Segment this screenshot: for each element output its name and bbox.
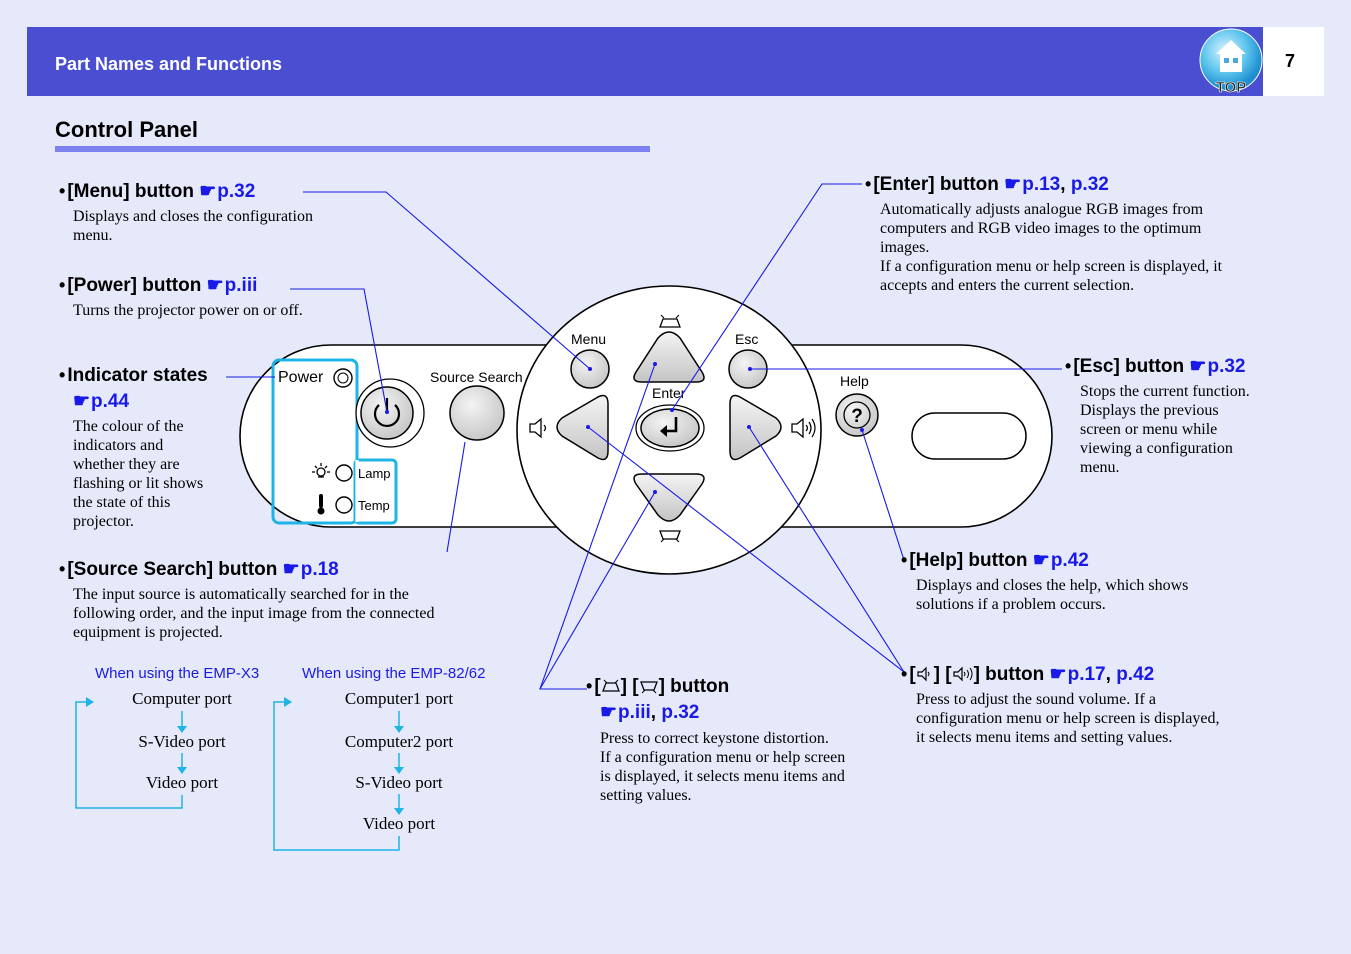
- help-button[interactable]: ?: [835, 393, 879, 437]
- volume-ref-link[interactable]: ☛p.17: [1049, 664, 1106, 685]
- power-ref-link[interactable]: ☛p.iii: [206, 275, 258, 296]
- speaker-high-icon: [952, 666, 973, 682]
- enter-item-title: •[Enter] button ☛p.13, p.32: [865, 174, 1109, 195]
- lamp-icon: [312, 463, 330, 478]
- flow-x3-step: S-Video port: [138, 732, 226, 751]
- volume-down-button[interactable]: [556, 394, 609, 461]
- keystone-ref-row: ☛p.iii, p.32: [600, 702, 700, 723]
- indicator-frame: [271, 358, 359, 525]
- question-icon: ?: [851, 406, 863, 427]
- pointing-hand-icon: ☛: [199, 181, 217, 202]
- flow-arrows-82: [273, 697, 404, 851]
- speaker-high-icon: [791, 417, 816, 439]
- menu-label: Menu: [571, 331, 606, 347]
- top-button[interactable]: TOP: [1198, 28, 1264, 94]
- enter-ref-link-2[interactable]: p.32: [1070, 174, 1109, 195]
- title-underline: [55, 146, 650, 152]
- pointing-hand-icon: ☛: [73, 391, 91, 412]
- esc-ref-link[interactable]: ☛p.32: [1189, 356, 1246, 377]
- keystone-up-icon: [601, 679, 620, 692]
- keystone-up-icon: [659, 314, 681, 328]
- pointing-hand-icon: ☛: [600, 702, 618, 723]
- keystone-up-button[interactable]: [633, 331, 705, 383]
- volume-ref-link-2[interactable]: p.42: [1116, 664, 1155, 685]
- enter-ref-link[interactable]: ☛p.13: [1004, 174, 1061, 195]
- keystone-item-desc: Press to correct keystone distortion.If …: [600, 730, 846, 804]
- speaker-low-icon: [917, 666, 930, 682]
- source-item-title: •[Source Search] button ☛p.18: [59, 559, 339, 580]
- flow-x3-step: Video port: [145, 773, 219, 792]
- keystone-item-title: •[] [] button: [586, 676, 730, 697]
- keystone-down-icon: [639, 681, 658, 694]
- help-item-title: •[Help] button ☛p.42: [901, 550, 1089, 571]
- flow-82-step: S-Video port: [355, 773, 443, 792]
- power-item-desc: Turns the projector power on or off.: [73, 302, 303, 319]
- pointing-hand-icon: ☛: [282, 559, 300, 580]
- indicator-ref-row: ☛p.44: [73, 390, 129, 413]
- temp-label: Temp: [358, 498, 390, 513]
- source-search-button[interactable]: [449, 385, 505, 441]
- source-search-label: Source Search: [430, 369, 523, 385]
- flow-82-step: Video port: [362, 814, 436, 833]
- esc-item-title: •[Esc] button ☛p.32: [1065, 356, 1246, 377]
- menu-ref-link[interactable]: ☛p.32: [199, 181, 256, 202]
- indicator-ref-link[interactable]: ☛p.44: [73, 391, 130, 412]
- lamp-label: Lamp: [358, 466, 391, 481]
- temp-indicator: Temp: [317, 494, 390, 515]
- remote-receiver: [911, 412, 1027, 460]
- thermometer-icon: [317, 494, 325, 515]
- source-ref-link[interactable]: ☛p.18: [282, 559, 339, 580]
- lamp-indicator: Lamp: [312, 463, 391, 482]
- header-bar: [27, 27, 1263, 96]
- pointing-hand-icon: ☛: [1049, 664, 1067, 685]
- flow-arrows-x3: [75, 697, 187, 809]
- header-title: Part Names and Functions: [55, 54, 283, 74]
- flow-82-step: Computer2 port: [344, 732, 454, 751]
- keystone-down-icon: [659, 530, 681, 543]
- source-item-desc: The input source is automatically search…: [73, 586, 435, 641]
- house-icon: [1216, 40, 1246, 72]
- flow-x3-heading: When using the EMP-X3: [95, 665, 260, 682]
- volume-item-title: •[] [] button ☛p.17, p.42: [901, 664, 1155, 685]
- speaker-low-icon: [529, 417, 547, 439]
- help-label: Help: [840, 373, 869, 389]
- volume-up-button[interactable]: [729, 394, 782, 461]
- keystone-ref-link[interactable]: ☛p.iii: [600, 702, 651, 723]
- help-item-desc: Displays and closes the help, which show…: [916, 577, 1189, 613]
- enter-button[interactable]: [635, 404, 705, 452]
- power-button[interactable]: [355, 378, 425, 448]
- enter-item-desc: Automatically adjusts analogue RGB image…: [880, 201, 1223, 294]
- top-label: TOP: [1216, 79, 1247, 94]
- page-number-box: [1263, 27, 1324, 96]
- keystone-down-button[interactable]: [633, 473, 705, 522]
- pointing-hand-icon: ☛: [1004, 174, 1022, 195]
- pointing-hand-icon: ☛: [206, 275, 224, 296]
- indicator-item-title: •Indicator states: [59, 365, 208, 386]
- page-number: 7: [1285, 51, 1296, 71]
- enter-label: Enter: [652, 385, 686, 401]
- esc-label: Esc: [735, 331, 758, 347]
- section-title: Control Panel: [55, 117, 199, 142]
- help-ref-link[interactable]: ☛p.42: [1032, 550, 1089, 571]
- menu-item-title: •[Menu] button ☛p.32: [59, 181, 256, 202]
- power-item-title: •[Power] button ☛p.iii: [59, 275, 258, 296]
- flow-82-heading: When using the EMP-82/62: [302, 665, 486, 682]
- esc-item-desc: Stops the current function.Displays the …: [1080, 383, 1250, 476]
- indicator-frame-lower: [353, 458, 398, 525]
- power-label: Power: [278, 369, 324, 386]
- keystone-ref-link-2[interactable]: p.32: [661, 702, 700, 723]
- flow-82-step: Computer1 port: [344, 689, 454, 708]
- enter-icon: [660, 417, 678, 437]
- pointing-hand-icon: ☛: [1189, 356, 1207, 377]
- callout-lines: [226, 183, 1062, 690]
- flow-x3-step: Computer port: [132, 689, 232, 708]
- pointing-hand-icon: ☛: [1032, 550, 1050, 571]
